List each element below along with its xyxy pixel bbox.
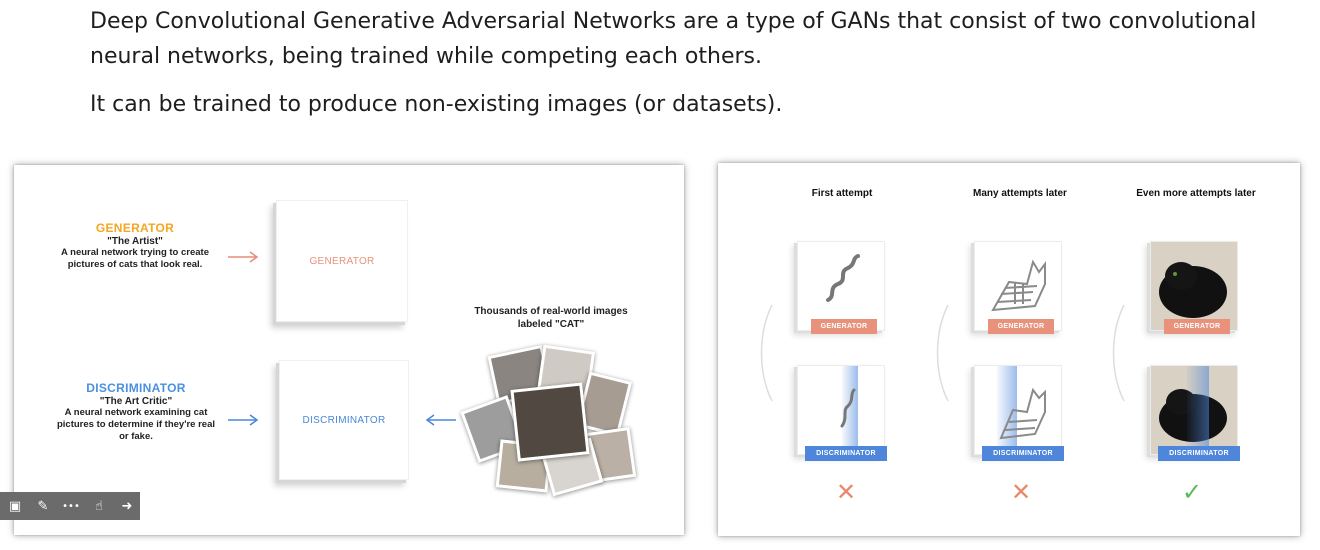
intro-line-1: Deep Convolutional Generative Adversaria… <box>90 9 1257 69</box>
generator-nickname: "The Artist" <box>107 236 163 247</box>
pen-icon[interactable]: ✎ <box>37 498 49 514</box>
squiggle-icon <box>840 388 856 428</box>
generator-card: GENERATOR <box>276 200 408 322</box>
discriminator-title: DISCRIMINATOR <box>86 381 186 395</box>
discriminator-tag: DISCRIMINATOR <box>982 446 1064 461</box>
more-icon[interactable]: ••• <box>62 500 80 512</box>
generator-tag: GENERATOR <box>811 319 877 334</box>
column-heading: Even more attempts later <box>1136 188 1256 199</box>
arrow-right-icon <box>228 414 259 426</box>
sketch-cat-icon <box>991 259 1046 312</box>
generator-output-card <box>974 241 1062 331</box>
presenter-toolbar: ▣ ✎ ••• ☝ ➜ <box>0 492 140 520</box>
discriminator-card: DISCRIMINATOR <box>279 360 409 480</box>
gan-overview-slide: GENERATOR "The Artist" A neural network … <box>14 165 684 535</box>
next-icon[interactable]: ➜ <box>121 498 133 514</box>
feedback-curve <box>936 304 949 402</box>
generator-tag: GENERATOR <box>1164 319 1230 334</box>
generator-output-card <box>797 241 885 331</box>
cross-icon: ✕ <box>1011 478 1032 506</box>
generator-description: GENERATOR "The Artist" A neural network … <box>60 221 210 271</box>
screen-icon[interactable]: ▣ <box>8 498 22 514</box>
feedback-curve <box>760 304 773 402</box>
discriminator-text: A neural network examining cat pictures … <box>56 407 215 442</box>
pointer-icon[interactable]: ☝ <box>95 498 103 514</box>
arrow-right-icon <box>228 251 259 263</box>
column-heading: First attempt <box>811 188 873 199</box>
cat-photo-pile <box>460 344 637 497</box>
cat-photo-icon <box>1151 242 1237 330</box>
discriminator-check-card <box>797 365 885 455</box>
discriminator-check-card <box>974 365 1062 455</box>
discriminator-tag: DISCRIMINATOR <box>1158 446 1240 461</box>
squiggle-icon <box>826 254 860 302</box>
real-images-caption: Thousands of real-world images labeled "… <box>474 306 628 330</box>
generator-tag: GENERATOR <box>988 319 1054 334</box>
generator-output-card <box>1150 241 1238 331</box>
generator-text: A neural network trying to create pictur… <box>61 247 209 270</box>
sketch-cat-icon <box>999 387 1046 440</box>
generator-title: GENERATOR <box>95 221 175 235</box>
training-progress-slide: First attempt GENERATOR DISCRIMINATOR ✕ … <box>718 163 1300 536</box>
cross-icon: ✕ <box>836 478 857 506</box>
discriminator-description: DISCRIMINATOR "The Art Critic" A neural … <box>56 381 216 443</box>
column-heading: Many attempts later <box>973 188 1067 199</box>
feedback-curve <box>1112 304 1125 402</box>
discriminator-nickname: "The Art Critic" <box>99 396 173 407</box>
discriminator-check-card <box>1150 365 1238 455</box>
check-icon: ✓ <box>1182 478 1203 506</box>
intro-line-2: It can be trained to produce non-existin… <box>90 92 783 117</box>
intro-text: Deep Convolutional Generative Adversaria… <box>90 4 1290 122</box>
arrow-left-icon <box>425 414 456 426</box>
discriminator-tag: DISCRIMINATOR <box>805 446 887 461</box>
